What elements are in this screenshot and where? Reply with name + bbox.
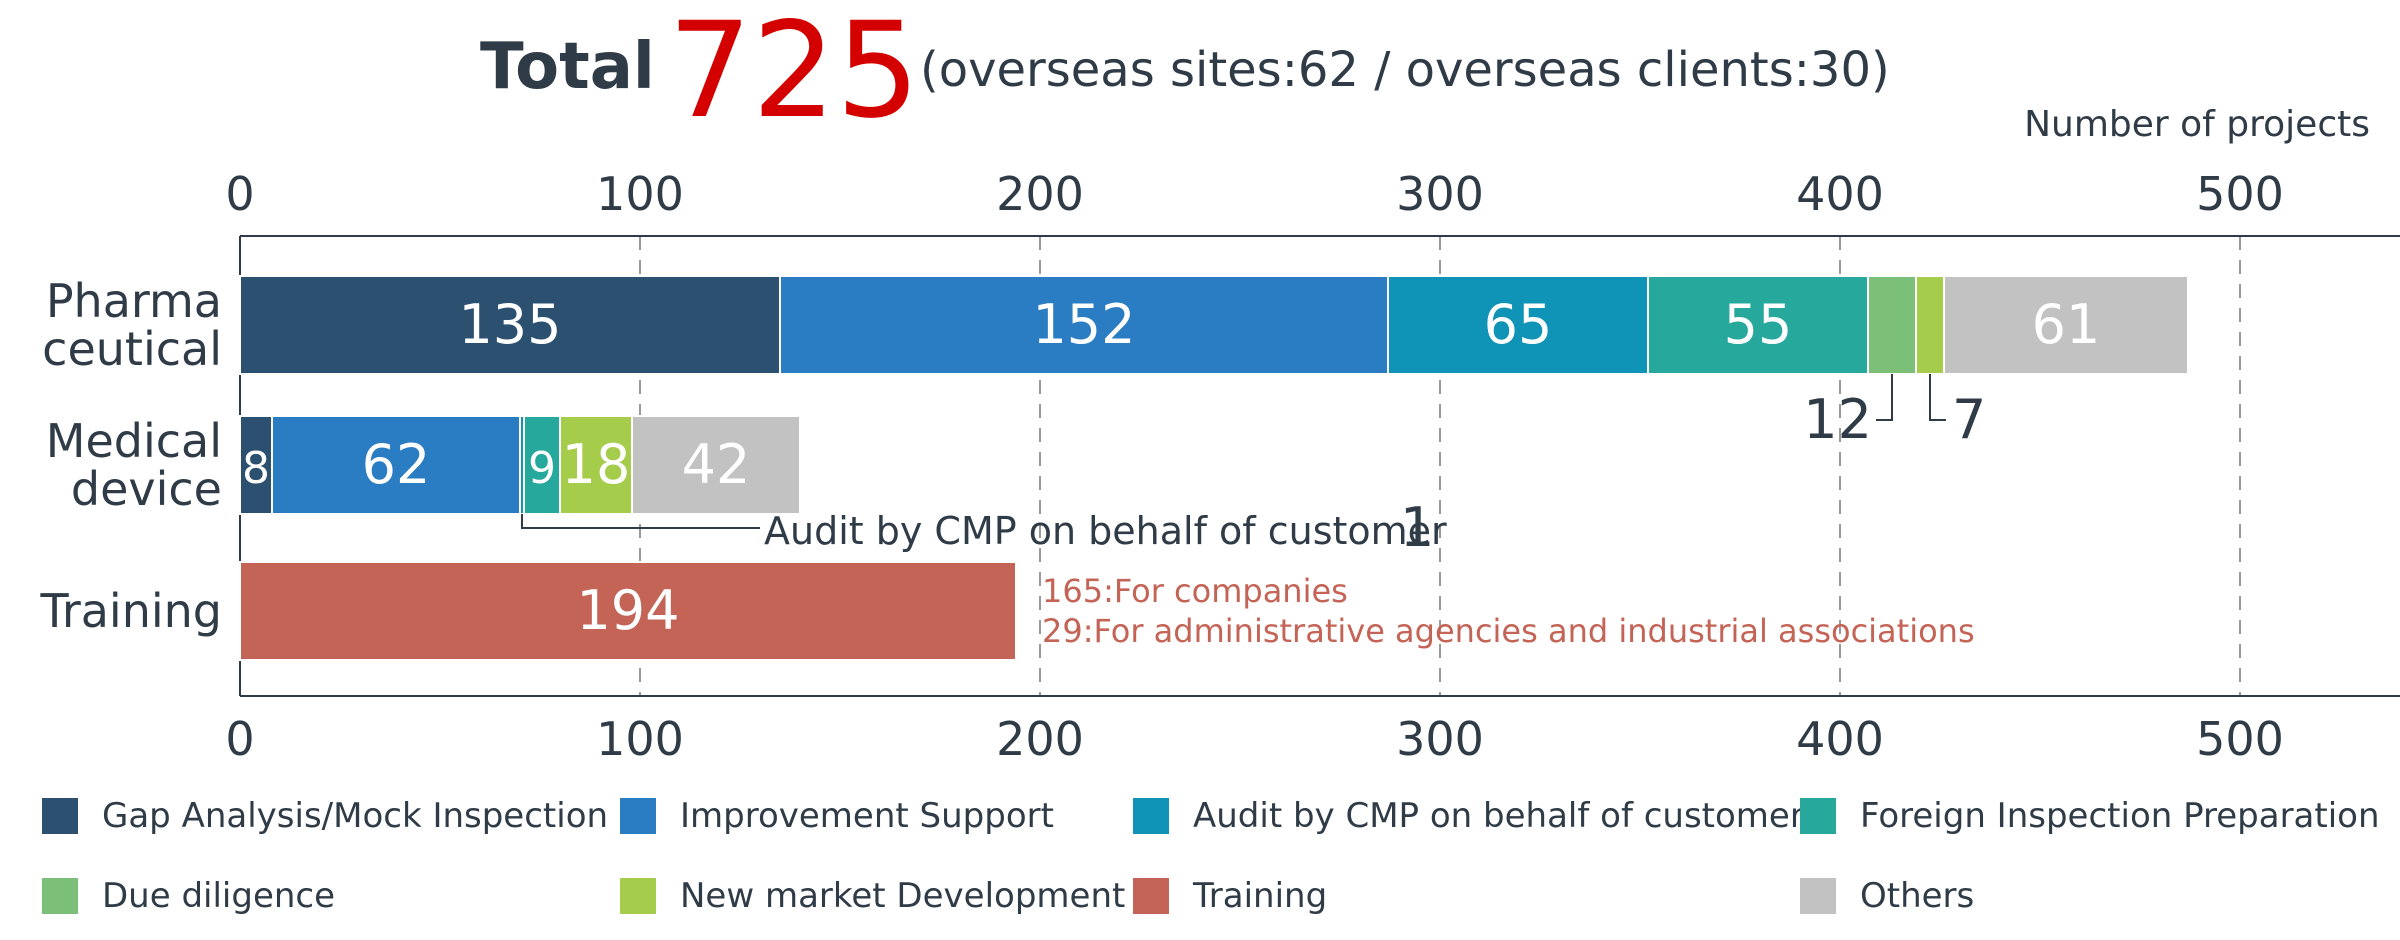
x-tick-label-bottom: 200 (996, 712, 1084, 766)
new-market-callout: 7 (1952, 388, 1986, 451)
x-tick-label-bottom: 300 (1396, 712, 1484, 766)
bar-value-label: 135 (458, 293, 561, 356)
legend-swatch (42, 798, 78, 834)
x-tick-label-top: 200 (996, 167, 1084, 221)
training-note: 165:For companies (1042, 572, 1348, 610)
legend-label: Gap Analysis/Mock Inspection (102, 796, 609, 836)
legend-label: Improvement Support (680, 796, 1054, 836)
x-tick-label-bottom: 0 (225, 712, 254, 766)
legend-label: Others (1860, 876, 1975, 916)
legend-label: Training (1193, 876, 1328, 916)
x-tick-label-bottom: 400 (1796, 712, 1884, 766)
legend-label: New market Development (680, 876, 1126, 916)
legend-item: Gap Analysis/Mock Inspection (42, 796, 608, 836)
legend-label: Foreign Inspection Preparation (1860, 796, 2380, 836)
bar-value-label: 42 (682, 433, 751, 496)
total-value: 725 (668, 0, 920, 148)
unit-label: Number of projects (2024, 104, 2370, 145)
legend-swatch (1133, 798, 1169, 834)
bar-segment (779, 275, 1389, 375)
new-market-leader (1929, 374, 1946, 421)
x-tick-label-bottom: 500 (2196, 712, 2284, 766)
legend-item: Improvement Support (620, 796, 1054, 836)
legend-label: Due diligence (102, 876, 336, 916)
bar-value-label: 61 (2032, 293, 2101, 356)
legend-item: Foreign Inspection Preparation (1800, 796, 2380, 836)
bar-value-label: 65 (1484, 293, 1553, 356)
x-tick-label-top: 400 (1796, 167, 1884, 221)
bar-segment (271, 415, 521, 515)
audit-callout-label: Audit by CMP on behalf of customer (764, 509, 1447, 553)
legend-swatch (1800, 878, 1836, 914)
category-label: Medical (46, 414, 222, 468)
x-tick-label-top: 500 (2196, 167, 2284, 221)
bar-segment (631, 415, 801, 515)
bar-value-label: 9 (528, 443, 556, 494)
legend-swatch (42, 878, 78, 914)
due-diligence-leader (1876, 374, 1893, 421)
bar-value-label: 8 (242, 443, 270, 494)
legend-label: Audit by CMP on behalf of customer (1193, 796, 1804, 836)
bar-value-label: 194 (576, 579, 679, 642)
legend-swatch (1800, 798, 1836, 834)
bar-value-label: 55 (1724, 293, 1793, 356)
due-diligence-callout: 12 (1803, 388, 1872, 451)
x-tick-label-top: 100 (596, 167, 684, 221)
overseas-subtitle: (overseas sites:62 / overseas clients:30… (920, 42, 1890, 98)
legend-swatch (620, 798, 656, 834)
chart-header: Total 725 (overseas sites:62 / overseas … (0, 0, 2400, 148)
bar-segment (239, 415, 273, 515)
legend-item: New market Development (620, 876, 1125, 916)
legend-swatch (1133, 878, 1169, 914)
category-label: Training (39, 584, 222, 638)
bar-value-label: 62 (362, 433, 431, 496)
bar-segment (239, 561, 1017, 661)
legend-item: Training (1133, 876, 1327, 916)
category-label: ceutical (42, 322, 222, 376)
bar-segment (1867, 275, 1917, 375)
total-label: Total (480, 30, 655, 104)
legend-item: Audit by CMP on behalf of customer (1133, 796, 1804, 836)
category-label: device (71, 462, 222, 516)
x-tick-label-top: 300 (1396, 167, 1484, 221)
bar-segment (239, 275, 781, 375)
bar-segment (1943, 275, 2189, 375)
training-note: 29:For administrative agencies and indus… (1042, 612, 1975, 650)
bar-value-label: 18 (562, 433, 631, 496)
bar-value-label: 152 (1032, 293, 1135, 356)
audit-callout-value: 1 (1400, 496, 1434, 559)
bar-segment (1915, 275, 1945, 375)
x-tick-label-top: 0 (225, 167, 254, 221)
audit-leader (521, 514, 760, 529)
legend-item: Due diligence (42, 876, 335, 916)
legend-item: Others (1800, 876, 1974, 916)
x-tick-label-bottom: 100 (596, 712, 684, 766)
category-label: Pharma (46, 274, 222, 328)
legend-swatch (620, 878, 656, 914)
